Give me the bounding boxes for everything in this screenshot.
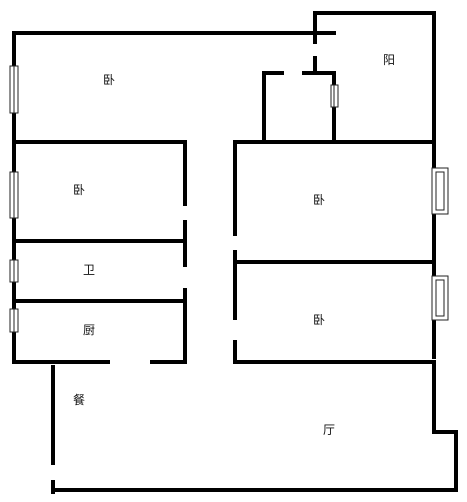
room-label-bathroom: 卫 bbox=[83, 263, 95, 277]
room-label-kitchen: 厨 bbox=[83, 323, 95, 337]
room-label-bedroom-top-left: 卧 bbox=[103, 73, 115, 87]
room-label-balcony: 阳 bbox=[383, 53, 395, 67]
bay-windows bbox=[431, 167, 449, 321]
room-label-living: 厅 bbox=[323, 423, 335, 437]
room-label-bedroom-mid-right: 卧 bbox=[313, 193, 325, 207]
bay-window-bedroom-low-right-inner bbox=[435, 279, 445, 317]
walls bbox=[12, 11, 458, 494]
room-label-dining: 餐 bbox=[73, 392, 85, 407]
room-label-bedroom-low-right: 卧 bbox=[313, 313, 325, 327]
room-labels: 阳 卧 卧 卫 厨 卧 卧 餐 厅 bbox=[73, 53, 395, 437]
windows bbox=[9, 65, 339, 333]
bay-window-bedroom-mid-right-inner bbox=[435, 171, 445, 211]
room-label-bedroom-mid-left: 卧 bbox=[73, 183, 85, 197]
